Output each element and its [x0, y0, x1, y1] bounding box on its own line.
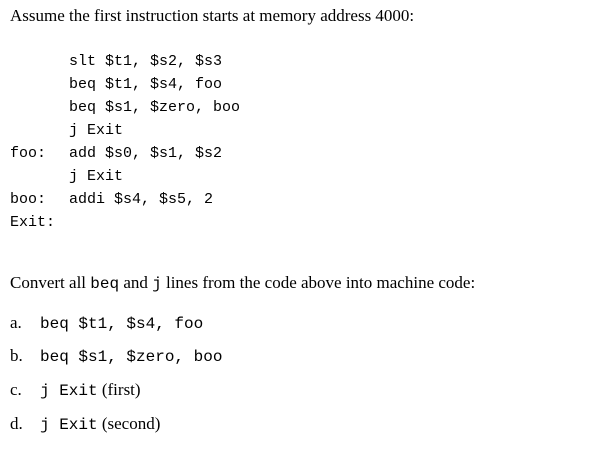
item-code: beq $t1, $s4, foo: [40, 315, 204, 333]
code-label: Exit:: [10, 214, 56, 231]
code-label: foo:: [10, 145, 47, 162]
code-instruction: j Exit: [69, 168, 124, 185]
item-code: j Exit: [40, 416, 98, 434]
item-code: j Exit: [40, 382, 98, 400]
question-mid: and: [119, 273, 153, 292]
item-note: (first): [97, 380, 141, 399]
code-instruction: beq $t1, $s4, foo: [69, 76, 223, 93]
item-code: beq $s1, $zero, boo: [40, 348, 223, 366]
item-letter: d.: [10, 414, 23, 433]
question-beq-keyword: beq: [90, 275, 120, 293]
code-instruction: beq $s1, $zero, boo: [69, 99, 241, 116]
item-note: (second): [97, 414, 161, 433]
question-j-keyword: j: [152, 275, 162, 293]
instruction-heading: Assume the first instruction starts at m…: [10, 6, 415, 25]
item-letter: a.: [10, 313, 22, 332]
item-letter: c.: [10, 380, 22, 399]
code-instruction: slt $t1, $s2, $s3: [69, 53, 223, 70]
code-instruction: j Exit: [69, 122, 124, 139]
code-instruction: addi $s4, $s5, 2: [69, 191, 214, 208]
code-label: boo:: [10, 191, 47, 208]
item-letter: b.: [10, 346, 23, 365]
question-text: Convert all beq and j lines from the cod…: [10, 273, 475, 294]
question-post: lines from the code above into machine c…: [161, 273, 476, 292]
question-pre: Convert all: [10, 273, 91, 292]
code-instruction: add $s0, $s1, $s2: [69, 145, 223, 162]
